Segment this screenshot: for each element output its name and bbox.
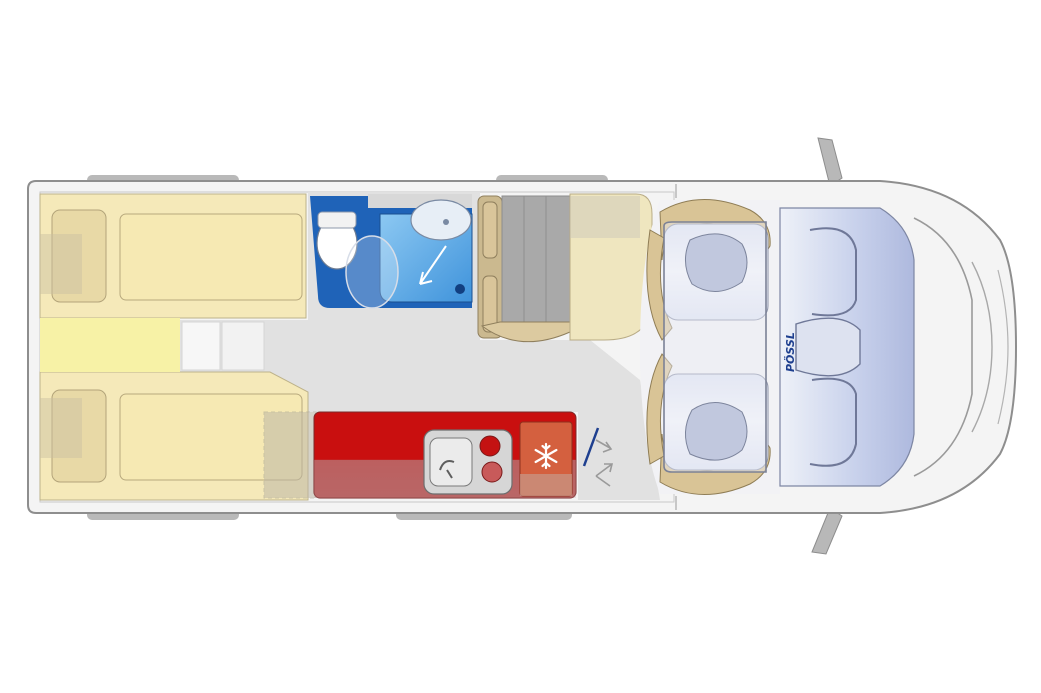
storage-overlay-bottom xyxy=(40,398,82,458)
shower-drain xyxy=(455,284,465,294)
table-overlay xyxy=(570,196,640,238)
faucet-icon xyxy=(439,460,455,479)
wardrobe-overlay xyxy=(263,411,317,499)
swivel-basin-outline xyxy=(345,235,399,309)
washbasin-drain xyxy=(443,219,449,225)
bed-step-2 xyxy=(221,321,265,371)
dinette-bench xyxy=(501,195,573,333)
pillow-bottom xyxy=(51,389,107,483)
grille xyxy=(997,269,1009,425)
storage-overlay-top xyxy=(40,234,82,294)
steering-wheel-bottom xyxy=(809,377,857,467)
bathroom xyxy=(310,194,473,309)
steering-wheel xyxy=(809,227,857,317)
washbasin-icon xyxy=(410,199,472,241)
stove-burner-icon xyxy=(479,435,501,457)
seat-headrest-bottom xyxy=(685,402,748,461)
shower-arrow xyxy=(419,245,447,285)
stove-burner-2 xyxy=(481,461,503,483)
bed-step-1 xyxy=(181,321,221,371)
mattress-top xyxy=(119,213,303,301)
snowflake-icon xyxy=(534,442,558,470)
dinette-cushion-2 xyxy=(482,275,498,333)
brand-logo: PÖSSL xyxy=(783,332,797,372)
bed-aisle-cushion xyxy=(40,318,180,372)
seat-frame xyxy=(663,221,767,473)
hood xyxy=(971,261,993,433)
fridge-lower xyxy=(520,474,572,496)
rear-bed-area xyxy=(39,193,317,501)
floor-aisle xyxy=(180,192,660,500)
windshield xyxy=(913,217,973,477)
driver-cab: PÖSSL xyxy=(640,199,1009,495)
kitchen xyxy=(313,411,577,499)
seat-headrest-top xyxy=(685,233,748,292)
pillow-top xyxy=(51,209,107,303)
dinette-cushion-1 xyxy=(482,201,498,259)
dinette xyxy=(477,193,653,343)
side-mirror-icon xyxy=(811,137,843,555)
sliding-door-arrow-icon xyxy=(582,427,614,487)
toilet-tank xyxy=(317,211,357,229)
dash-console xyxy=(795,317,861,377)
